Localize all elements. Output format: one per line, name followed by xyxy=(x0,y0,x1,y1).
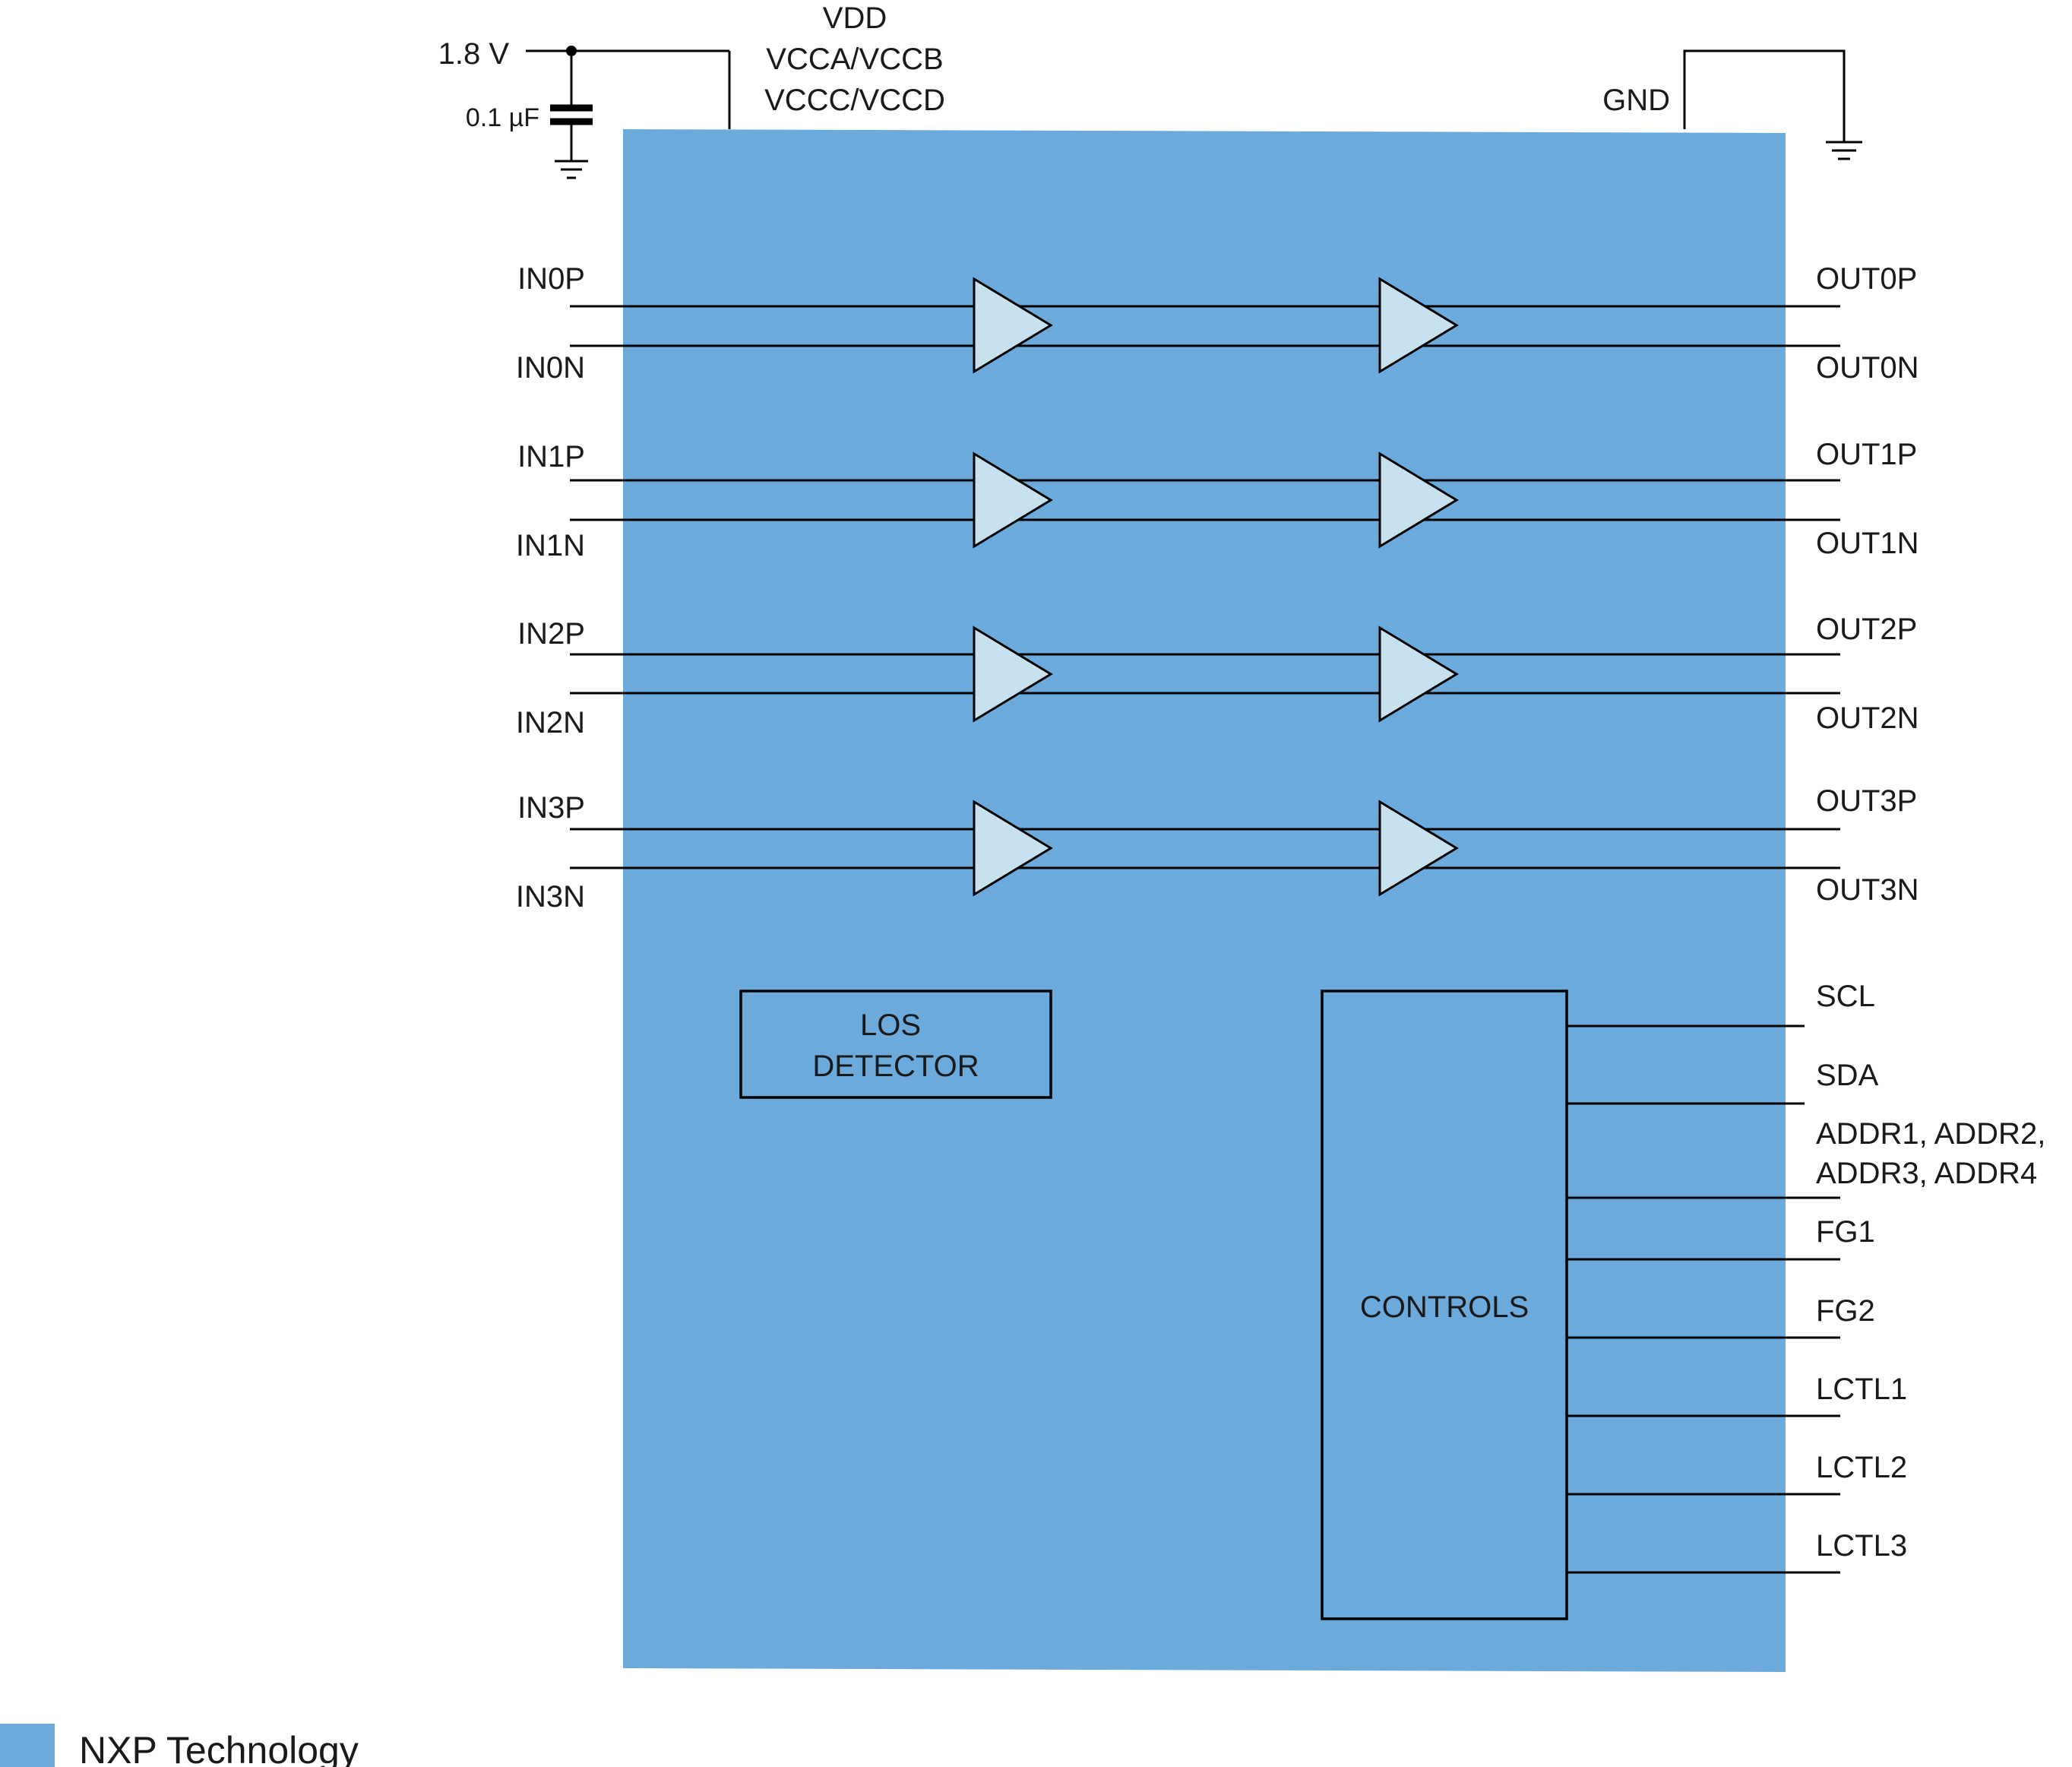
legend-label: NXP Technology xyxy=(79,1729,359,1767)
supply-voltage-label: 1.8 V xyxy=(438,37,510,71)
controls-block: CONTROLS xyxy=(1321,990,1568,1620)
out-n-label: OUT1N xyxy=(1816,527,1919,560)
vdd-label: VDD xyxy=(823,2,887,35)
fg2-label: FG2 xyxy=(1816,1294,1875,1328)
input-buffer-icon xyxy=(973,800,1053,897)
controls-label: CONTROLS xyxy=(1360,1290,1529,1324)
output-buffer-icon xyxy=(1378,277,1459,374)
out-p-label: OUT1P xyxy=(1816,438,1917,471)
lctl1-label: LCTL1 xyxy=(1816,1373,1907,1406)
gnd-label: GND xyxy=(1602,84,1670,117)
lctl3-label: LCTL3 xyxy=(1816,1529,1907,1563)
scl-label: SCL xyxy=(1816,980,1875,1013)
channel-3: IN3P IN3N OUT3P OUT3N xyxy=(516,784,1919,914)
input-buffer-icon xyxy=(973,451,1053,549)
output-buffer-icon xyxy=(1378,625,1459,723)
capacitor-label: 0.1 µF xyxy=(466,103,539,132)
out-p-label: OUT3P xyxy=(1816,784,1917,818)
addr-label-line2: ADDR3, ADDR4 xyxy=(1816,1157,2037,1190)
channels: IN0P IN0N OUT0P OUT0N IN1P IN1N OUT1P OU… xyxy=(516,262,1919,914)
channel-0: IN0P IN0N OUT0P OUT0N xyxy=(516,262,1919,385)
output-buffer-icon xyxy=(1378,451,1459,549)
sda-label: SDA xyxy=(1816,1059,1879,1092)
lctl2-label: LCTL2 xyxy=(1816,1451,1907,1484)
in-n-label: IN0N xyxy=(516,351,585,385)
channel-1: IN1P IN1N OUT1P OUT1N xyxy=(516,438,1919,562)
in-p-label: IN3P xyxy=(517,791,585,825)
in-n-label: IN1N xyxy=(516,529,585,562)
output-buffer-icon xyxy=(1378,800,1459,897)
out-p-label: OUT2P xyxy=(1816,613,1917,646)
legend: NXP Technology xyxy=(0,1724,359,1767)
out-n-label: OUT2N xyxy=(1816,701,1919,735)
gnd-icon xyxy=(1826,141,1862,160)
legend-swatch xyxy=(0,1724,55,1767)
in-n-label: IN2N xyxy=(516,706,585,739)
fg1-label: FG1 xyxy=(1816,1215,1875,1249)
vccc-vccd-label: VCCC/VCCD xyxy=(764,84,945,117)
in-p-label: IN0P xyxy=(517,262,585,296)
input-buffer-icon xyxy=(973,277,1053,374)
out-n-label: OUT3N xyxy=(1816,873,1919,907)
los-detector-label-line2: DETECTOR xyxy=(812,1050,979,1083)
out-n-label: OUT0N xyxy=(1816,351,1919,385)
addr-label-line1: ADDR1, ADDR2, xyxy=(1816,1117,2045,1151)
channel-2: IN2P IN2N OUT2P OUT2N xyxy=(516,613,1919,739)
los-detector-label-line1: LOS xyxy=(860,1009,921,1042)
out-p-label: OUT0P xyxy=(1816,262,1917,296)
ground-connection: GND xyxy=(1602,49,1862,160)
capacitor-ground-icon xyxy=(555,160,588,179)
in-p-label: IN1P xyxy=(517,440,585,473)
control-pins: SCL SDA ADDR1, ADDR2, ADDR3, ADDR4 FG1 F… xyxy=(1567,980,2045,1574)
in-p-label: IN2P xyxy=(517,617,585,651)
in-n-label: IN3N xyxy=(516,880,585,914)
power-supply: 1.8 V 0.1 µF VDD VCCA/VCCB VCCC/VCCD xyxy=(438,2,945,179)
input-buffer-icon xyxy=(973,625,1053,723)
los-detector-block: LOS DETECTOR xyxy=(739,990,1052,1099)
vcca-vccb-label: VCCA/VCCB xyxy=(766,43,943,76)
chip-body xyxy=(623,129,1786,1672)
